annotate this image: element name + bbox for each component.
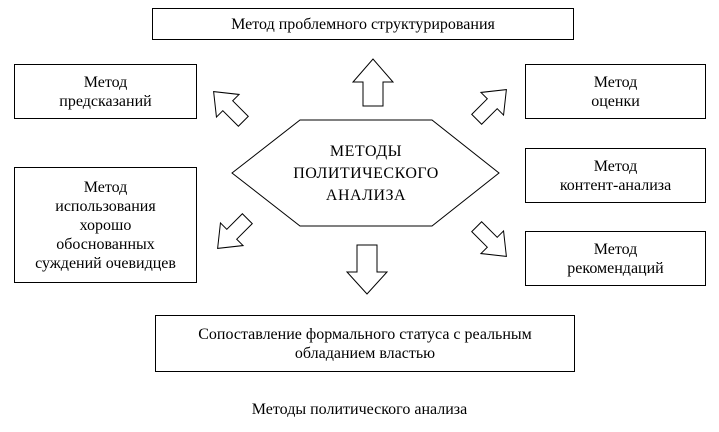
box-content-analysis: Метод контент-анализа <box>525 148 706 203</box>
arrow-down-right <box>471 221 507 257</box>
box-predictions: Метод предсказаний <box>14 64 197 119</box>
box-evaluation: Метод оценки <box>525 64 706 119</box>
box-eyewitness-judgments: Метод использования хорошо обоснованных … <box>14 167 197 283</box>
arrow-up-left <box>213 91 249 127</box>
arrow-down <box>345 244 389 295</box>
box-problem-structuring: Метод проблемного структурирования <box>152 8 574 40</box>
box-status-comparison: Сопоставление формального статуса с реал… <box>155 315 575 372</box>
center-title: МЕТОДЫ ПОЛИТИЧЕСКОГО АНАЛИЗА <box>293 143 439 204</box>
box-recommendations: Метод рекомендаций <box>525 231 706 286</box>
arrow-down-left <box>217 213 253 249</box>
arrow-up <box>351 58 395 107</box>
arrow-up-right <box>471 89 507 125</box>
figure-caption: Методы политического анализа <box>251 401 468 418</box>
